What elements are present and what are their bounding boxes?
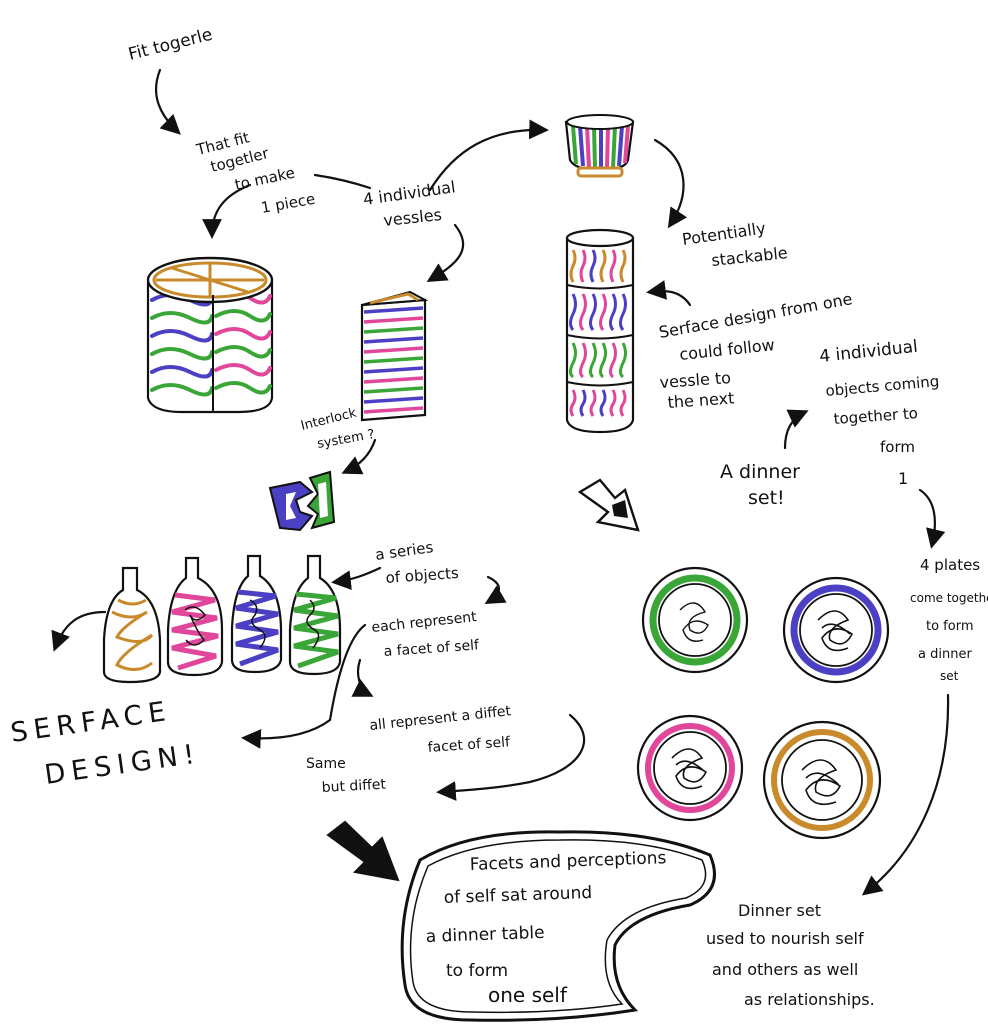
- hollow-arrow-icon: [577, 478, 640, 532]
- label-objects-3: together to: [833, 404, 918, 428]
- label-same-1: Same: [306, 756, 346, 772]
- label-dinner-set-2: set!: [748, 487, 785, 509]
- label-surface-1: Serface design from one: [657, 289, 853, 342]
- plate-green: [641, 566, 749, 674]
- bottle-ochre: [102, 566, 162, 684]
- label-objects-5: 1: [898, 469, 908, 488]
- label-facets-2: of self sat around: [443, 883, 592, 908]
- label-potentially-2: stackable: [710, 243, 788, 270]
- label-plates-4: a dinner: [918, 647, 972, 662]
- label-plates-1: 4 plates: [920, 556, 980, 574]
- filled-arrow-icon: [326, 820, 400, 882]
- plates-drawing: [636, 566, 890, 840]
- label-objects-2: objects coming: [825, 372, 940, 400]
- label-nourish-2: used to nourish self: [706, 929, 864, 948]
- label-facets-4: to form: [446, 961, 508, 981]
- plate-purple: [782, 576, 890, 684]
- label-facets-5: one self: [488, 983, 568, 1007]
- label-nourish-4: as relationships.: [744, 990, 875, 1009]
- plate-ochre: [762, 720, 882, 840]
- dinner-table-shape: [400, 830, 716, 1022]
- label-surface-3: vessle to: [659, 368, 732, 392]
- label-interlock-2: system ?: [316, 427, 376, 452]
- label-objects-1: 4 individual: [818, 337, 918, 367]
- fitted-vessels-drawing: [146, 256, 274, 414]
- label-four-vessels-2: vessles: [382, 205, 442, 230]
- label-nourish-3: and others as well: [712, 960, 858, 979]
- label-series-2: of objects: [385, 564, 460, 587]
- bottle-purple: [230, 554, 283, 674]
- label-plates-5: set: [940, 669, 959, 683]
- labels: Fit togerle That fit togetler to make 1 …: [9, 25, 988, 1009]
- label-that-fit-4: 1 piece: [260, 190, 317, 217]
- small-bowl-drawing: [564, 114, 635, 178]
- label-all-1: all represent a diffet: [369, 703, 512, 734]
- bottle-pink: [166, 556, 224, 677]
- bottles-drawing: [102, 554, 342, 684]
- label-facets-3: a dinner table: [425, 923, 544, 947]
- label-dinner-set-1: A dinner: [720, 461, 800, 483]
- label-objects-4: form: [880, 438, 915, 456]
- wedge-vessel-drawing: [360, 290, 429, 422]
- surface-design-title: SERFACE: [9, 696, 174, 749]
- label-surface-design-2: DESIGN!: [43, 738, 203, 791]
- stacked-vessel-drawing: [565, 228, 635, 434]
- label-surface-2: could follow: [678, 335, 775, 364]
- label-facets-1: Facets and perceptions: [469, 848, 666, 875]
- label-interlock-1: Interlock: [299, 405, 358, 433]
- label-nourish-1: Dinner set: [738, 901, 821, 920]
- label-potentially-1: Potentially: [681, 218, 767, 249]
- bottle-green: [288, 554, 342, 676]
- label-four-vessels-1: 4 individual: [362, 177, 457, 209]
- label-each-2: a facet of self: [383, 637, 480, 660]
- label-surface-4: the next: [667, 388, 735, 412]
- label-plates-3: to form: [926, 619, 974, 634]
- label-fit-together: Fit togerle: [126, 25, 214, 65]
- label-each-1: each represent: [371, 609, 478, 636]
- label-all-2: facet of self: [427, 734, 511, 756]
- label-series-1: a series: [374, 538, 435, 564]
- dinner-table-inner-outline: [409, 839, 707, 1014]
- plate-pink: [636, 714, 744, 822]
- label-plates-2: come together: [910, 591, 988, 605]
- interlock-icon: [268, 470, 336, 532]
- label-same-2: but diffet: [321, 777, 386, 796]
- connector-arrows: [51, 68, 950, 896]
